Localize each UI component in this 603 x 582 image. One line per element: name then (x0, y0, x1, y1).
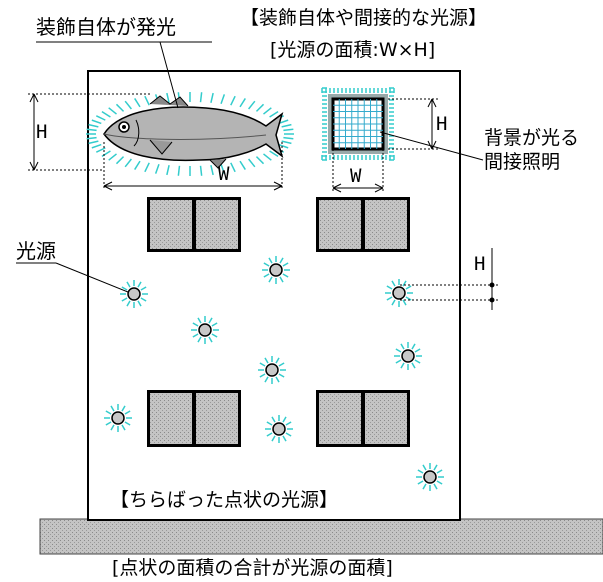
point-light-icon (191, 316, 219, 344)
leader-lines (16, 41, 484, 293)
point-lights (104, 256, 444, 491)
label-w-panel: W (350, 165, 362, 187)
label-heading-decor: 【装飾自体や間接的な光源】 (240, 7, 487, 29)
label-h-point: H (474, 253, 485, 275)
point-dimension-lines (400, 248, 500, 310)
ground (39, 518, 603, 555)
point-light-icon (416, 463, 444, 491)
window-icon (147, 390, 241, 447)
label-formula-area: [光源の面積:W×H] (270, 39, 435, 61)
label-h-fish: H (36, 121, 47, 143)
point-light-icon (262, 256, 290, 284)
label-indirect-line1: 背景が光る (484, 127, 579, 149)
point-light-icon (104, 404, 132, 432)
label-h-panel: H (436, 113, 447, 135)
label-scattered: 【ちらばった点状の光源】 (110, 489, 338, 511)
label-light-source: 光源 (16, 239, 56, 263)
point-light-icon (265, 415, 293, 443)
label-w-fish: W (218, 163, 230, 185)
point-light-icon (385, 279, 413, 307)
label-footer-formula: [点状の面積の合計が光源の面積] (112, 557, 393, 579)
label-indirect-line2: 間接照明 (484, 151, 560, 173)
panel-dimension-lines (332, 98, 440, 193)
fish-icon (86, 92, 294, 176)
point-light-icon (394, 342, 422, 370)
window-icon (316, 197, 410, 252)
grid-panel-icon (321, 87, 395, 161)
window-icon (316, 390, 410, 447)
label-self-emitting: 装飾自体が発光 (36, 15, 176, 39)
point-light-icon (258, 356, 286, 384)
fish-dimension-lines (28, 93, 283, 191)
window-icon (147, 197, 241, 252)
point-light-icon (120, 280, 148, 308)
